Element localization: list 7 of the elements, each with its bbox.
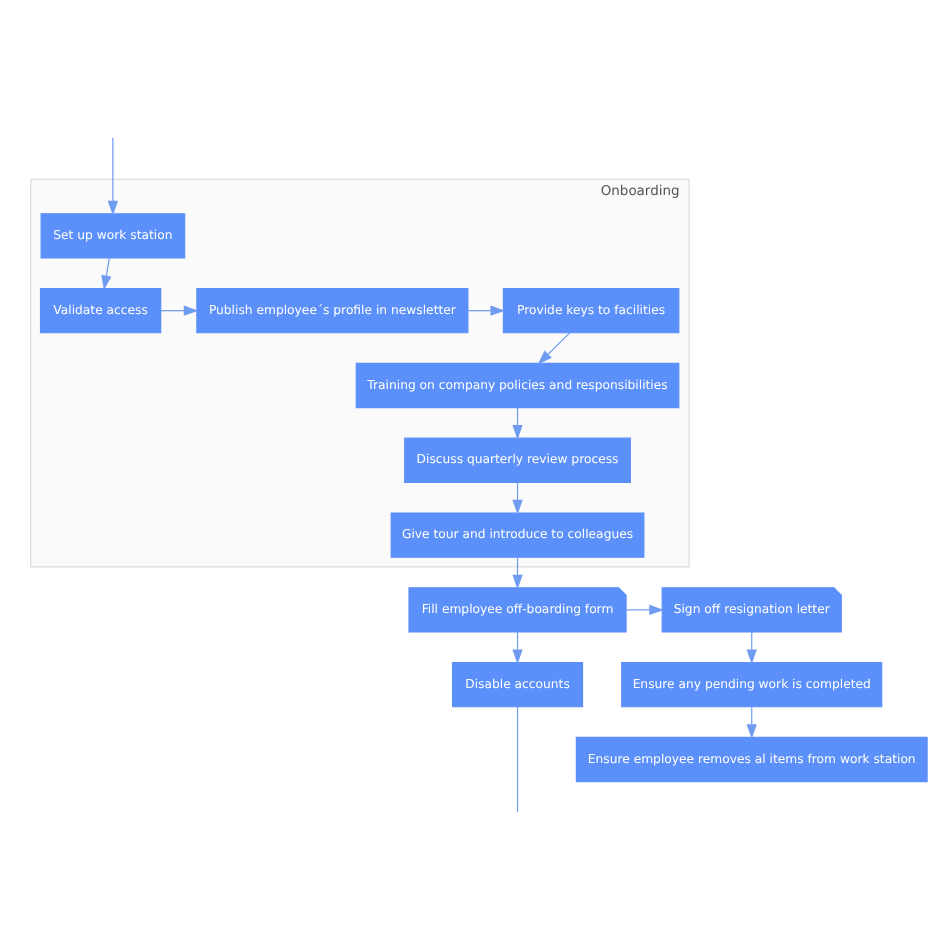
arrow xyxy=(101,256,112,290)
arrow xyxy=(107,136,119,215)
arrow xyxy=(160,304,199,315)
connector xyxy=(516,705,519,812)
arrow xyxy=(467,304,506,315)
arrow xyxy=(625,603,664,615)
arrow xyxy=(537,331,571,364)
